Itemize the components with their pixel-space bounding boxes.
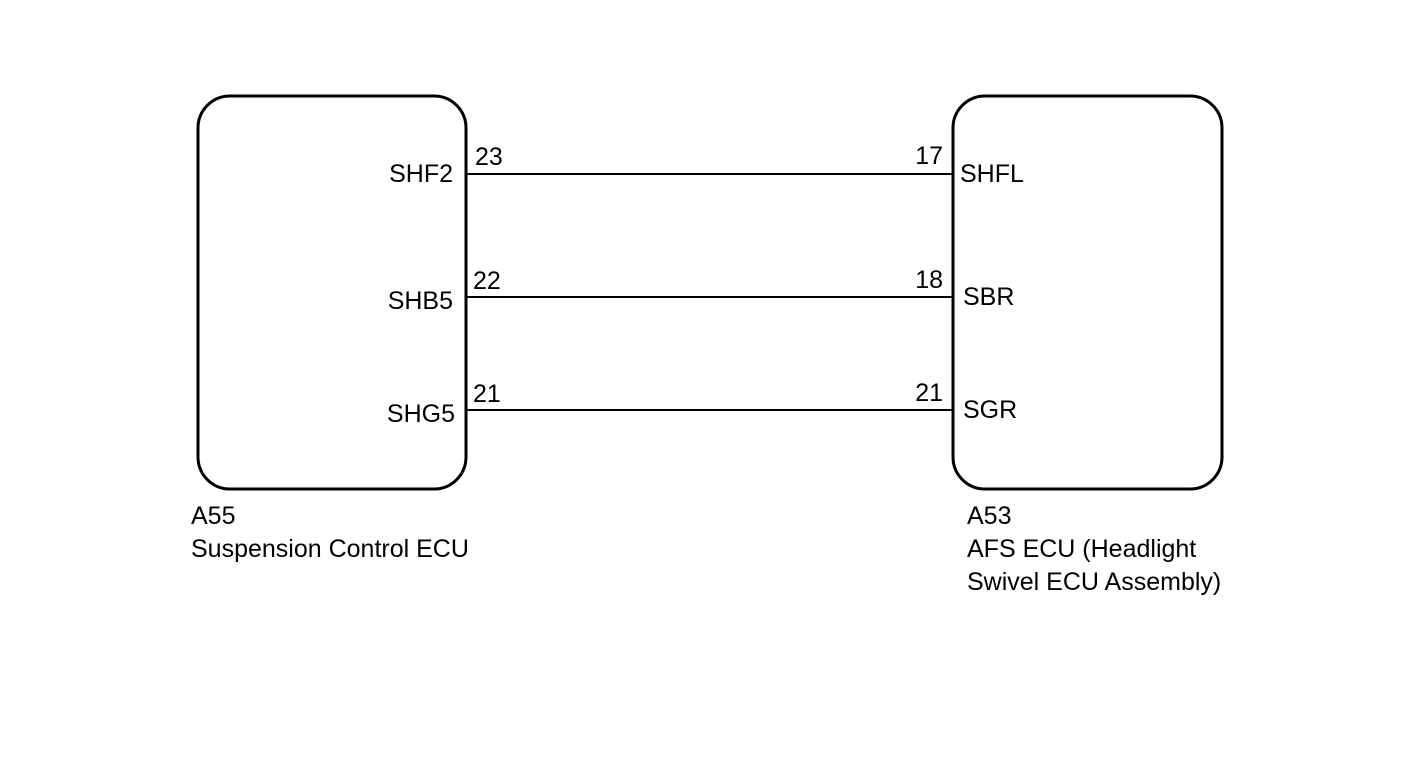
left-connector-code: A55 xyxy=(191,502,236,530)
left-signal-label: SHF2 xyxy=(389,160,453,188)
right-ecu-box xyxy=(951,94,1224,491)
left-ecu-caption: A55 Suspension Control ECU xyxy=(191,500,469,566)
right-ecu-name-line1: AFS ECU (Headlight xyxy=(967,535,1197,563)
right-ecu-caption: A53 AFS ECU (Headlight Swivel ECU Assemb… xyxy=(967,500,1221,599)
left-pin-number: 22 xyxy=(473,267,501,295)
right-signal-label: SBR xyxy=(963,283,1014,311)
left-ecu-box xyxy=(196,94,468,491)
right-pin-number: 17 xyxy=(915,142,943,170)
right-pin-number: 18 xyxy=(915,266,943,294)
left-pin-number: 21 xyxy=(473,380,501,408)
right-signal-label: SGR xyxy=(963,396,1017,424)
right-connector-code: A53 xyxy=(967,502,1012,530)
left-signal-label: SHB5 xyxy=(388,287,453,315)
right-signal-label: SHFL xyxy=(960,160,1024,188)
right-pin-number: 21 xyxy=(915,379,943,407)
left-signal-label: SHG5 xyxy=(387,400,455,428)
right-ecu-name-line2: Swivel ECU Assembly) xyxy=(967,568,1222,596)
left-ecu-name: Suspension Control ECU xyxy=(191,535,469,563)
left-pin-number: 23 xyxy=(475,143,503,171)
